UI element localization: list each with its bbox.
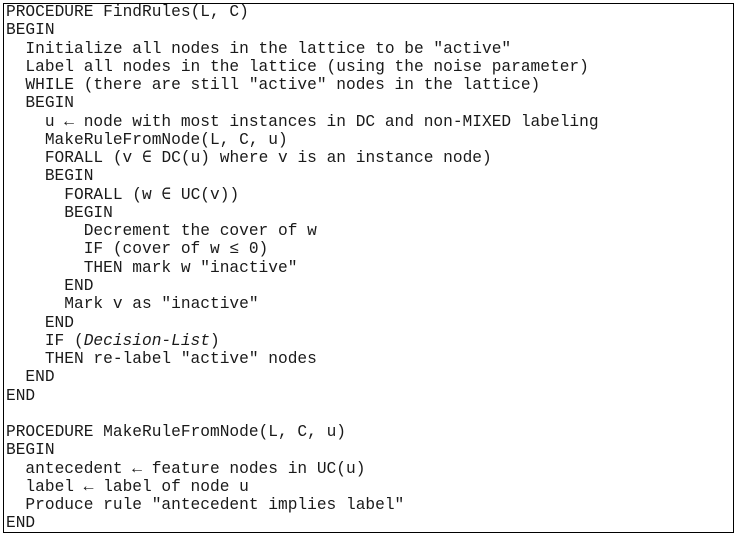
code-line: label ← label of node u: [6, 478, 599, 496]
code-line: PROCEDURE MakeRuleFromNode(L, C, u): [6, 423, 599, 441]
code-text: Initialize all nodes in the lattice to b…: [25, 39, 512, 58]
code-text: WHILE (there are still "active" nodes in…: [25, 76, 541, 95]
code-text: Mark v as "inactive": [64, 295, 259, 314]
code-line: BEGIN: [6, 94, 599, 112]
code-text: BEGIN: [25, 94, 74, 113]
code-text: FORALL (v ∈ DC(u) where v is an instance…: [44, 149, 492, 168]
code-line: WHILE (there are still "active" nodes in…: [6, 76, 599, 94]
code-line: PROCEDURE FindRules(L, C): [6, 3, 599, 21]
code-line: THEN re-label "active" nodes: [6, 350, 599, 368]
code-text: Produce rule "antecedent implies label": [25, 496, 405, 515]
code-line: Initialize all nodes in the lattice to b…: [6, 40, 599, 58]
code-line: BEGIN: [6, 204, 599, 222]
code-text: label ← label of node u: [25, 477, 249, 496]
code-line: THEN mark w "inactive": [6, 259, 599, 277]
code-text: BEGIN: [6, 21, 55, 40]
code-line: Produce rule "antecedent implies label": [6, 496, 599, 514]
code-line: u ← node with most instances in DC and n…: [6, 113, 599, 131]
code-text: END: [44, 313, 74, 332]
code-line: Decrement the cover of w: [6, 222, 599, 240]
code-text: IF (: [44, 331, 84, 350]
code-line: BEGIN: [6, 441, 599, 459]
code-line: [6, 405, 599, 423]
code-line: END: [6, 387, 599, 405]
code-line: END: [6, 314, 599, 332]
code-text: THEN mark w "inactive": [83, 258, 298, 277]
code-line: BEGIN: [6, 21, 599, 39]
code-text: MakeRuleFromNode(L, C, u): [44, 130, 288, 149]
code-text: FORALL (w ∈ UC(v)): [64, 185, 240, 204]
code-text: BEGIN: [44, 167, 94, 186]
code-text: Label all nodes in the lattice (using th…: [25, 57, 589, 76]
code-text: u ← node with most instances in DC and n…: [44, 112, 599, 131]
code-text: BEGIN: [64, 203, 113, 222]
algorithm-frame: [3, 3, 734, 533]
code-text: THEN re-label "active" nodes: [44, 350, 317, 369]
code-text: PROCEDURE FindRules(L, C): [6, 3, 249, 21]
code-line: END: [6, 514, 599, 532]
code-text: PROCEDURE MakeRuleFromNode(L, C, u): [6, 423, 346, 442]
code-text: IF (cover of w ≤ 0): [83, 240, 269, 259]
code-line: FORALL (v ∈ DC(u) where v is an instance…: [6, 149, 599, 167]
code-italic-term: Decision-List: [83, 331, 210, 350]
code-line: BEGIN: [6, 167, 599, 185]
code-line: MakeRuleFromNode(L, C, u): [6, 131, 599, 149]
code-text: antecedent ← feature nodes in UC(u): [25, 459, 366, 478]
code-text: BEGIN: [6, 441, 55, 460]
code-text: END: [6, 514, 36, 533]
code-text: Decrement the cover of w: [83, 222, 317, 241]
code-line: IF (cover of w ≤ 0): [6, 240, 599, 258]
code-line: antecedent ← feature nodes in UC(u): [6, 460, 599, 478]
code-line: END: [6, 368, 599, 386]
code-line: Mark v as "inactive": [6, 295, 599, 313]
code-line: END: [6, 277, 599, 295]
code-text: ): [210, 331, 220, 350]
code-line: Label all nodes in the lattice (using th…: [6, 58, 599, 76]
code-line: FORALL (w ∈ UC(v)): [6, 186, 599, 204]
code-text: END: [25, 368, 55, 387]
code-line: IF (Decision-List): [6, 332, 599, 350]
code-text: END: [6, 386, 36, 405]
code-text: END: [64, 276, 94, 295]
